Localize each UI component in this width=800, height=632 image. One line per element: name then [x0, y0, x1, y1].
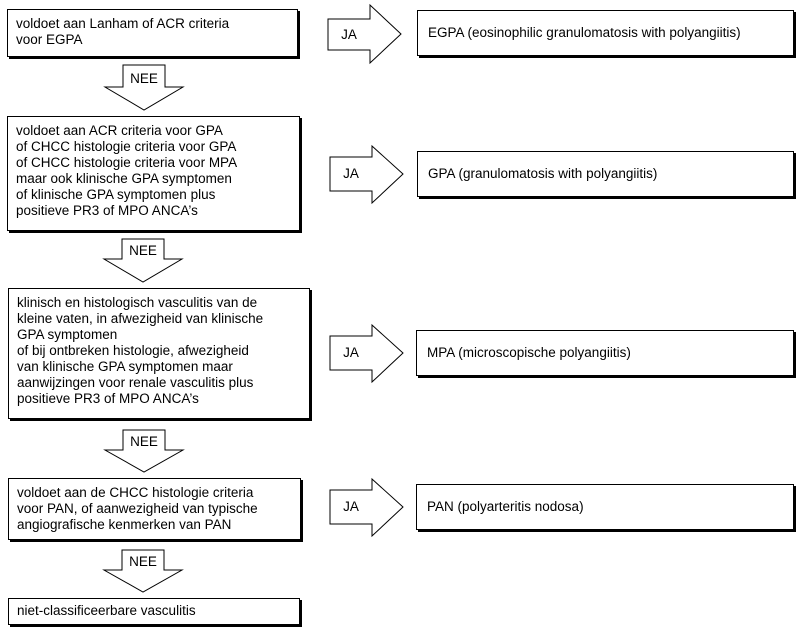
criteria-box-pan: voldoet aan de CHCC histologie criteria …: [8, 478, 301, 540]
criteria-line: of bij ontbreken histologie, afwezigheid: [17, 343, 249, 358]
yes-label: JA: [343, 345, 359, 360]
outcome-box-pan: PAN (polyarteritis nodosa): [416, 484, 794, 530]
criteria-line: aanwijzingen voor renale vasculitis plus: [17, 375, 254, 390]
criteria-line: kleine vaten, in afwezigheid van klinisc…: [17, 311, 264, 326]
criteria-line: van klinische GPA symptomen maar: [17, 359, 233, 374]
criteria-line: voldoet aan Lanham of ACR criteria: [16, 16, 230, 31]
criteria-line: of klinische GPA symptomen plus: [16, 187, 216, 202]
final-box: niet-classificeerbare vasculitis: [8, 598, 300, 625]
criteria-line: maar ook klinische GPA symptomen: [16, 171, 232, 186]
criteria-line: voldoet aan de CHCC histologie criteria: [17, 485, 254, 500]
no-label: NEE: [130, 71, 158, 86]
outcome-box-gpa: GPA (granulomatosis with polyangiitis): [417, 151, 794, 197]
criteria-line: voor EGPA: [16, 32, 83, 47]
criteria-box-mpa: klinisch en histologisch vasculitis van …: [8, 288, 310, 419]
criteria-line: of CHCC histologie criteria voor GPA: [16, 139, 237, 154]
no-arrow-2: [102, 238, 184, 283]
criteria-line: GPA symptomen: [17, 327, 118, 342]
outcome-box-mpa: MPA (microscopische polyangiitis): [416, 330, 794, 376]
final-label: niet-classificeerbare vasculitis: [17, 603, 196, 618]
outcome-label: GPA (granulomatosis with polyangiitis): [428, 166, 658, 181]
no-label: NEE: [129, 243, 157, 258]
no-arrow-1: [103, 64, 185, 111]
no-arrow-4: [102, 549, 184, 593]
criteria-line: positieve PR3 of MPO ANCA’s: [16, 203, 198, 218]
yes-arrow-3: [329, 323, 404, 384]
yes-label: JA: [343, 499, 359, 514]
outcome-label: EGPA (eosinophilic granulomatosis with p…: [428, 25, 741, 40]
outcome-label: PAN (polyarteritis nodosa): [427, 499, 584, 514]
criteria-box-egpa: voldoet aan Lanham of ACR criteria voor …: [7, 9, 298, 57]
criteria-line: voldoet aan ACR criteria voor GPA: [16, 123, 223, 138]
no-label: NEE: [129, 554, 157, 569]
yes-arrow-1: [327, 3, 402, 65]
yes-label: JA: [343, 166, 359, 181]
yes-label: JA: [341, 27, 357, 42]
criteria-line: angiografische kenmerken van PAN: [17, 517, 232, 532]
criteria-line: klinisch en histologisch vasculitis van …: [17, 295, 258, 310]
criteria-line: of CHCC histologie criteria voor MPA: [16, 155, 238, 170]
no-label: NEE: [130, 434, 158, 449]
criteria-box-gpa: voldoet aan ACR criteria voor GPA of CHC…: [7, 116, 300, 231]
no-arrow-3: [103, 429, 185, 473]
yes-arrow-2: [329, 144, 404, 205]
outcome-label: MPA (microscopische polyangiitis): [427, 345, 631, 360]
criteria-line: positieve PR3 of MPO ANCA’s: [17, 391, 199, 406]
yes-arrow-4: [329, 477, 404, 538]
criteria-line: voor PAN, of aanwezigheid van typische: [17, 501, 258, 516]
outcome-box-egpa: EGPA (eosinophilic granulomatosis with p…: [417, 10, 794, 56]
